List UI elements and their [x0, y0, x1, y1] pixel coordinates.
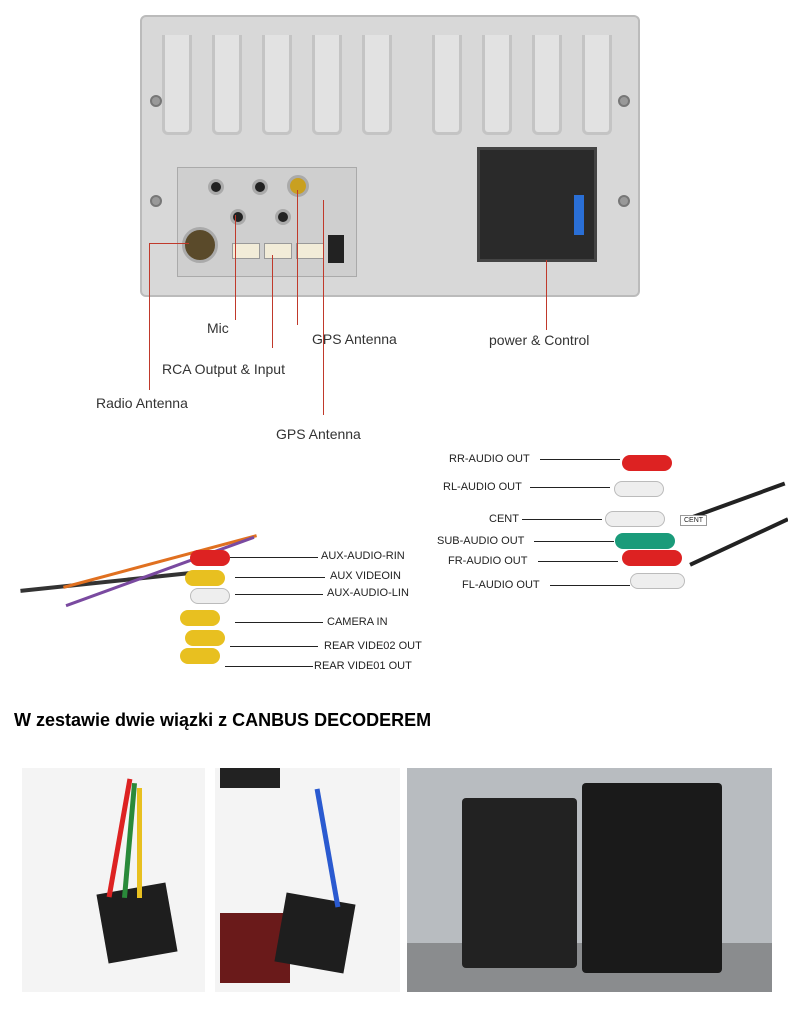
gps-antenna-port	[287, 175, 309, 197]
screw-icon	[618, 195, 630, 207]
label-camera-in: CAMERA IN	[327, 616, 388, 628]
right-harness-image: CENT	[600, 445, 788, 595]
label-aux-videoin: AUX VIDEOIN	[330, 570, 401, 582]
label-rr-audio-out: RR-AUDIO OUT	[449, 453, 530, 465]
screw-icon	[150, 95, 162, 107]
radio-antenna-port	[182, 227, 218, 263]
rca-connector	[232, 243, 260, 259]
photo-connectors	[407, 768, 772, 992]
panel-rib	[532, 35, 562, 135]
panel-rib	[212, 35, 242, 135]
left-harness-image	[0, 480, 300, 680]
port	[275, 209, 291, 225]
photo-harness-2	[215, 768, 400, 992]
rca-connector	[264, 243, 292, 259]
label-fr-audio-out: FR-AUDIO OUT	[448, 555, 528, 567]
panel-rib	[582, 35, 612, 135]
panel-rib	[262, 35, 292, 135]
label-gps-antenna-2: GPS Antenna	[276, 426, 361, 442]
usb-port	[328, 235, 344, 263]
fuse	[574, 195, 584, 235]
head-unit-back-panel	[140, 15, 640, 297]
rca-connector	[296, 243, 324, 259]
label-aux-audio-rin: AUX-AUDIO-RIN	[321, 550, 405, 562]
panel-rib	[482, 35, 512, 135]
label-rl-audio-out: RL-AUDIO OUT	[443, 481, 522, 493]
label-mic: Mic	[207, 320, 229, 336]
power-control-connector	[477, 147, 597, 262]
label-radio-antenna: Radio Antenna	[96, 395, 188, 411]
port	[208, 179, 224, 195]
label-gps-antenna: GPS Antenna	[312, 331, 397, 347]
screw-icon	[150, 195, 162, 207]
label-fl-audio-out: FL-AUDIO OUT	[462, 579, 540, 591]
label-cent: CENT	[489, 513, 519, 525]
label-rear-video1-out: REAR VIDE01 OUT	[314, 660, 412, 672]
port	[252, 179, 268, 195]
label-rear-video2-out: REAR VIDE02 OUT	[324, 640, 422, 652]
panel-rib	[432, 35, 462, 135]
cable-tag: CENT	[680, 515, 708, 526]
label-aux-audio-lin: AUX-AUDIO-LIN	[327, 587, 409, 599]
mic-port	[230, 209, 246, 225]
panel-rib	[312, 35, 342, 135]
label-rca: RCA Output & Input	[162, 361, 285, 377]
caption: W zestawie dwie wiązki z CANBUS DECODERE…	[14, 710, 432, 730]
panel-rib	[162, 35, 192, 135]
photo-harness-1	[22, 768, 205, 992]
label-power-control: power & Control	[489, 332, 590, 348]
label-sub-audio-out: SUB-AUDIO OUT	[437, 535, 525, 547]
screw-icon	[618, 95, 630, 107]
panel-rib	[362, 35, 392, 135]
